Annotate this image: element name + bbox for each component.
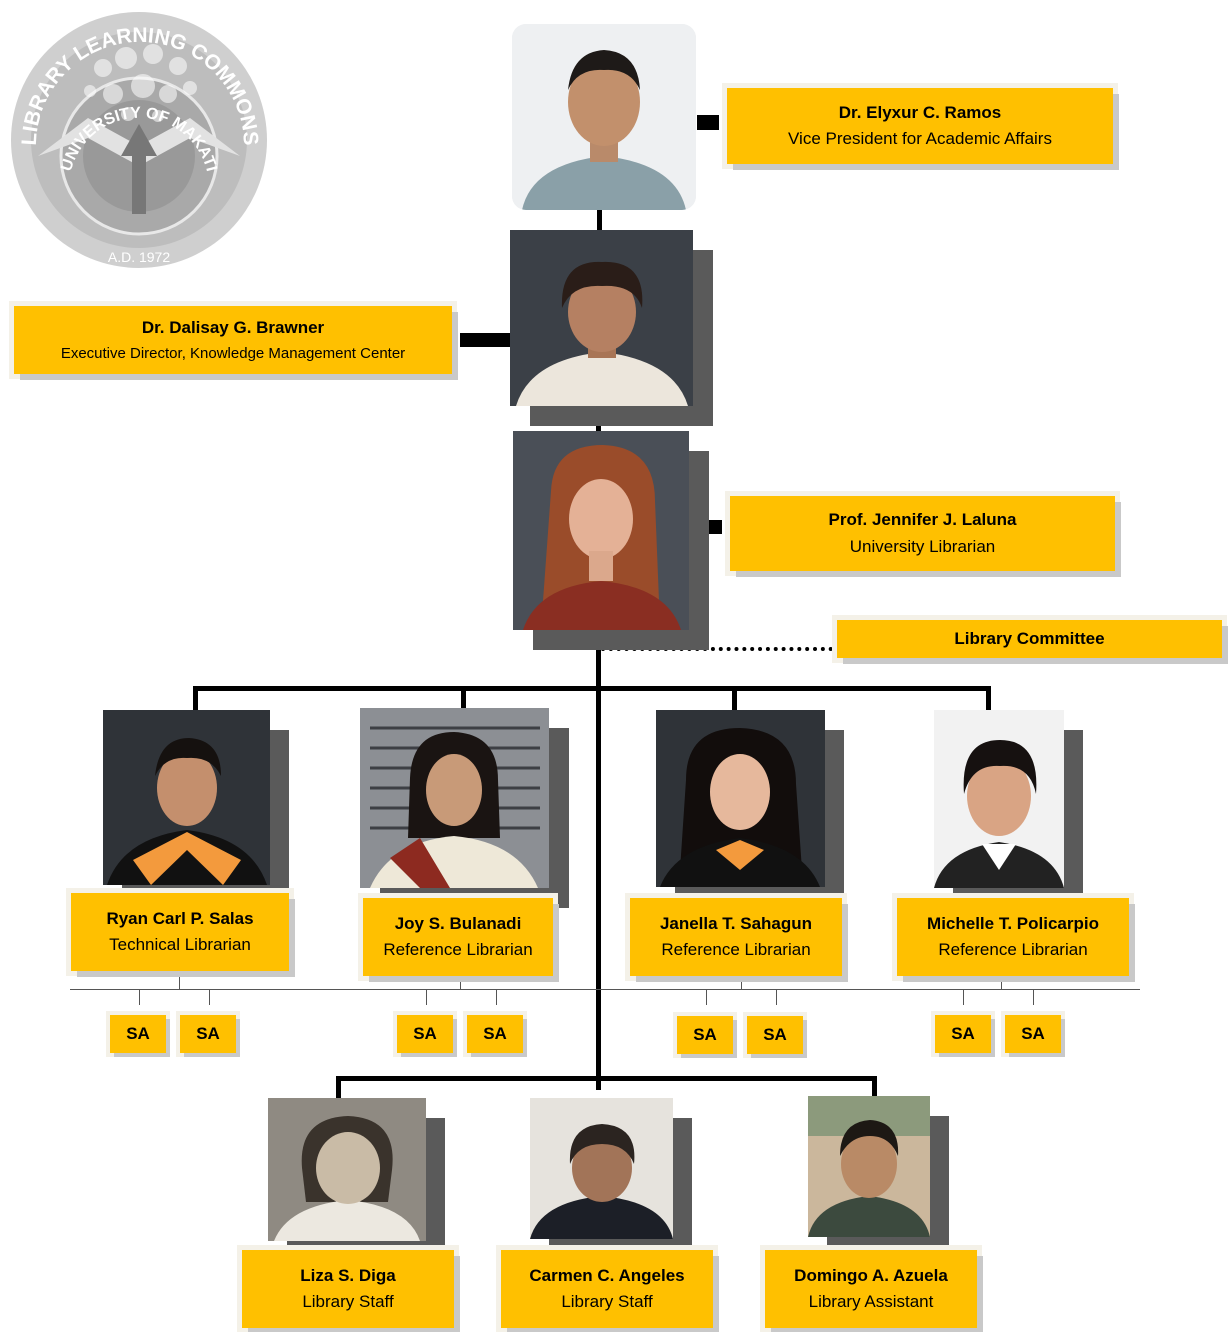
librarian-2-label: Joy S. Bulanadi Reference Librarian bbox=[363, 898, 553, 976]
sa-tick bbox=[776, 989, 777, 1005]
staff-1-label: Liza S. Diga Library Staff bbox=[242, 1250, 454, 1328]
sa-box: SA bbox=[747, 1016, 803, 1054]
staff-2-role: Library Staff bbox=[561, 1292, 653, 1311]
staff-3-role: Library Assistant bbox=[808, 1292, 934, 1311]
connector-librarian-bar bbox=[193, 686, 991, 691]
librarian-1-role: Technical Librarian bbox=[109, 935, 251, 954]
connector-drop-lib-3 bbox=[732, 686, 737, 710]
connector-drop-staff-1 bbox=[336, 1076, 341, 1100]
sa-box: SA bbox=[397, 1015, 453, 1053]
staff-1-photo bbox=[268, 1098, 426, 1241]
connector-exec-label bbox=[460, 333, 510, 347]
sa-tick bbox=[179, 976, 180, 990]
vp-photo bbox=[512, 24, 696, 210]
sa-tick bbox=[496, 989, 497, 1005]
exec-name: Dr. Dalisay G. Brawner bbox=[141, 318, 325, 338]
connector-drop-lib-1 bbox=[193, 686, 198, 710]
staff-2-name: Carmen C. Angeles bbox=[529, 1265, 685, 1285]
connector-drop-lib-4 bbox=[986, 686, 991, 710]
exec-photo bbox=[510, 230, 693, 406]
library-committee-label: Library Committee bbox=[837, 620, 1222, 658]
exec-role: Executive Director, Knowledge Management… bbox=[60, 344, 406, 362]
library-committee-name: Library Committee bbox=[954, 628, 1105, 648]
connector-committee-dotted bbox=[601, 647, 833, 651]
sa-tick bbox=[963, 989, 964, 1005]
sa-tick bbox=[1001, 978, 1002, 990]
vp-role: Vice President for Academic Affairs bbox=[788, 129, 1052, 148]
librarian-4-label: Michelle T. Policarpio Reference Librari… bbox=[897, 898, 1129, 976]
connector-vp-label bbox=[697, 115, 719, 130]
connector-drop-lib-2 bbox=[461, 686, 466, 710]
vp-label: Dr. Elyxur C. Ramos Vice President for A… bbox=[727, 88, 1113, 164]
sa-tick bbox=[460, 978, 461, 990]
librarian-4-role: Reference Librarian bbox=[938, 940, 1088, 959]
sa-box: SA bbox=[110, 1015, 166, 1053]
staff-1-role: Library Staff bbox=[302, 1292, 394, 1311]
staff-3-photo bbox=[808, 1096, 930, 1237]
librarian-1-name: Ryan Carl P. Salas bbox=[106, 908, 254, 928]
logo-year-text: A.D. 1972 bbox=[108, 249, 170, 265]
sa-box: SA bbox=[935, 1015, 991, 1053]
sa-box: SA bbox=[180, 1015, 236, 1053]
ul-role: University Librarian bbox=[849, 536, 996, 556]
librarian-2-photo bbox=[360, 708, 549, 888]
ul-label: Prof. Jennifer J. Laluna University Libr… bbox=[730, 496, 1115, 571]
exec-label: Dr. Dalisay G. Brawner Executive Directo… bbox=[14, 306, 452, 374]
ul-photo bbox=[513, 431, 689, 630]
librarian-3-label: Janella T. Sahagun Reference Librarian bbox=[630, 898, 842, 976]
staff-3-label: Domingo A. Azuela Library Assistant bbox=[765, 1250, 977, 1328]
librarian-2-role: Reference Librarian bbox=[383, 940, 533, 959]
librarian-1-photo bbox=[103, 710, 270, 885]
staff-2-photo bbox=[530, 1098, 673, 1239]
connector-sa-bar bbox=[70, 989, 1140, 990]
ul-name: Prof. Jennifer J. Laluna bbox=[828, 510, 1017, 530]
sa-tick bbox=[209, 989, 210, 1005]
vp-name: Dr. Elyxur C. Ramos bbox=[838, 102, 1002, 122]
library-learning-commons-logo: LIBRARY LEARNING COMMONS UNIVERSITY OF M… bbox=[8, 6, 270, 270]
connector-vp-to-exec bbox=[597, 210, 602, 232]
librarian-4-name: Michelle T. Policarpio bbox=[927, 913, 1099, 933]
librarian-3-photo bbox=[656, 710, 825, 887]
sa-tick bbox=[139, 989, 140, 1005]
librarian-4-photo bbox=[934, 710, 1064, 888]
staff-1-name: Liza S. Diga bbox=[300, 1265, 396, 1285]
connector-staff-bar bbox=[336, 1076, 877, 1081]
sa-tick bbox=[706, 989, 707, 1005]
librarian-3-role: Reference Librarian bbox=[661, 940, 811, 959]
librarian-1-label: Ryan Carl P. Salas Technical Librarian bbox=[71, 893, 289, 971]
sa-box: SA bbox=[467, 1015, 523, 1053]
sa-box: SA bbox=[1005, 1015, 1061, 1053]
librarian-2-name: Joy S. Bulanadi bbox=[394, 913, 522, 933]
staff-3-name: Domingo A. Azuela bbox=[794, 1265, 948, 1285]
sa-box: SA bbox=[677, 1016, 733, 1054]
connector-drop-staff-3 bbox=[872, 1076, 877, 1100]
sa-tick bbox=[1033, 989, 1034, 1005]
librarian-3-name: Janella T. Sahagun bbox=[659, 913, 813, 933]
sa-tick bbox=[426, 989, 427, 1005]
staff-2-label: Carmen C. Angeles Library Staff bbox=[501, 1250, 713, 1328]
connector-main-trunk bbox=[596, 630, 601, 1090]
sa-tick bbox=[741, 978, 742, 990]
